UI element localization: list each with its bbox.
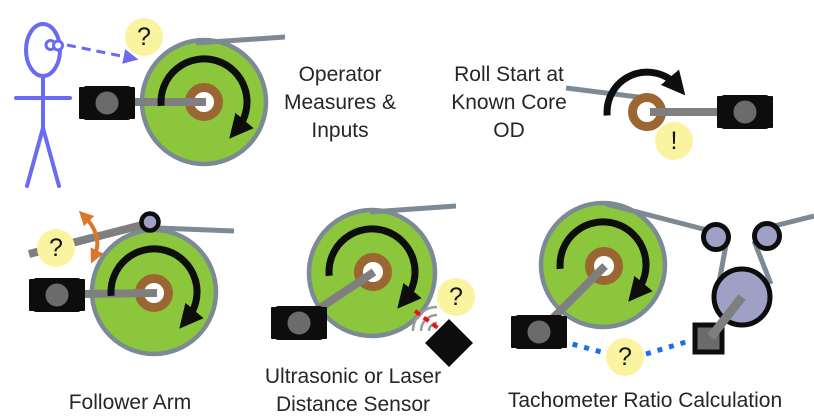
rotation-arrow-icon bbox=[556, 218, 653, 302]
operator-eye bbox=[52, 39, 64, 52]
motor-icon bbox=[717, 95, 773, 129]
idler-roller-icon bbox=[701, 222, 731, 252]
caption-tachometer: Tachometer Ratio Calculation bbox=[507, 389, 783, 412]
question-badge: ? bbox=[606, 338, 644, 376]
motor-icon bbox=[29, 278, 85, 312]
motor-shaft bbox=[79, 289, 158, 298]
web-line bbox=[195, 34, 286, 46]
badge-symbol: ! bbox=[670, 126, 678, 155]
web-line bbox=[565, 85, 647, 101]
badge-symbol: ? bbox=[137, 22, 151, 51]
question-badge: ? bbox=[125, 18, 163, 56]
scene-distance-sensor bbox=[271, 203, 473, 367]
tachometer-signal-dotted-line bbox=[560, 338, 606, 356]
scene-tachometer bbox=[511, 200, 814, 357]
rotation-arrow-icon bbox=[325, 225, 422, 309]
stick-figure-operator-icon bbox=[14, 22, 72, 188]
caption-follower-arm: Follower Arm bbox=[68, 391, 192, 414]
sound-wave-icon bbox=[427, 321, 438, 332]
motor-icon bbox=[271, 306, 327, 340]
caption-distance-sensor: Ultrasonic or Laser Distance Sensor bbox=[264, 365, 442, 416]
caption-roll-start: Roll Start at Known Core OD bbox=[451, 63, 567, 142]
scene-roll-start bbox=[565, 68, 773, 131]
motor-icon bbox=[79, 86, 135, 120]
follower-wheel-icon bbox=[139, 211, 161, 233]
scene-operator bbox=[14, 22, 286, 188]
tachometer-signal-dotted-line bbox=[645, 338, 690, 357]
question-badge: ? bbox=[437, 278, 475, 316]
web-line bbox=[773, 213, 814, 229]
web-line bbox=[157, 225, 235, 234]
rotation-arrow-icon bbox=[157, 55, 254, 139]
badge-symbol: ? bbox=[618, 342, 632, 371]
badge-symbol: ? bbox=[449, 282, 463, 311]
gaze-dashed-arrow-icon bbox=[66, 43, 139, 64]
swing-double-arrow-icon bbox=[78, 210, 104, 264]
distance-sensor-icon bbox=[425, 319, 473, 367]
rotation-arrow-icon bbox=[603, 68, 686, 116]
tachometer-shaft bbox=[707, 294, 746, 340]
web-line bbox=[751, 240, 774, 285]
web-line bbox=[369, 203, 457, 215]
badge-symbol: ? bbox=[49, 233, 63, 262]
motor-icon bbox=[511, 315, 567, 349]
question-badge: ? bbox=[37, 229, 75, 267]
caption-operator: Operator Measures & Inputs bbox=[283, 63, 397, 142]
web-line bbox=[605, 201, 708, 233]
idler-roller-icon bbox=[752, 221, 782, 251]
exclamation-badge: ! bbox=[655, 122, 693, 160]
rotation-arrow-icon bbox=[107, 245, 204, 329]
operator-legs bbox=[25, 120, 61, 188]
